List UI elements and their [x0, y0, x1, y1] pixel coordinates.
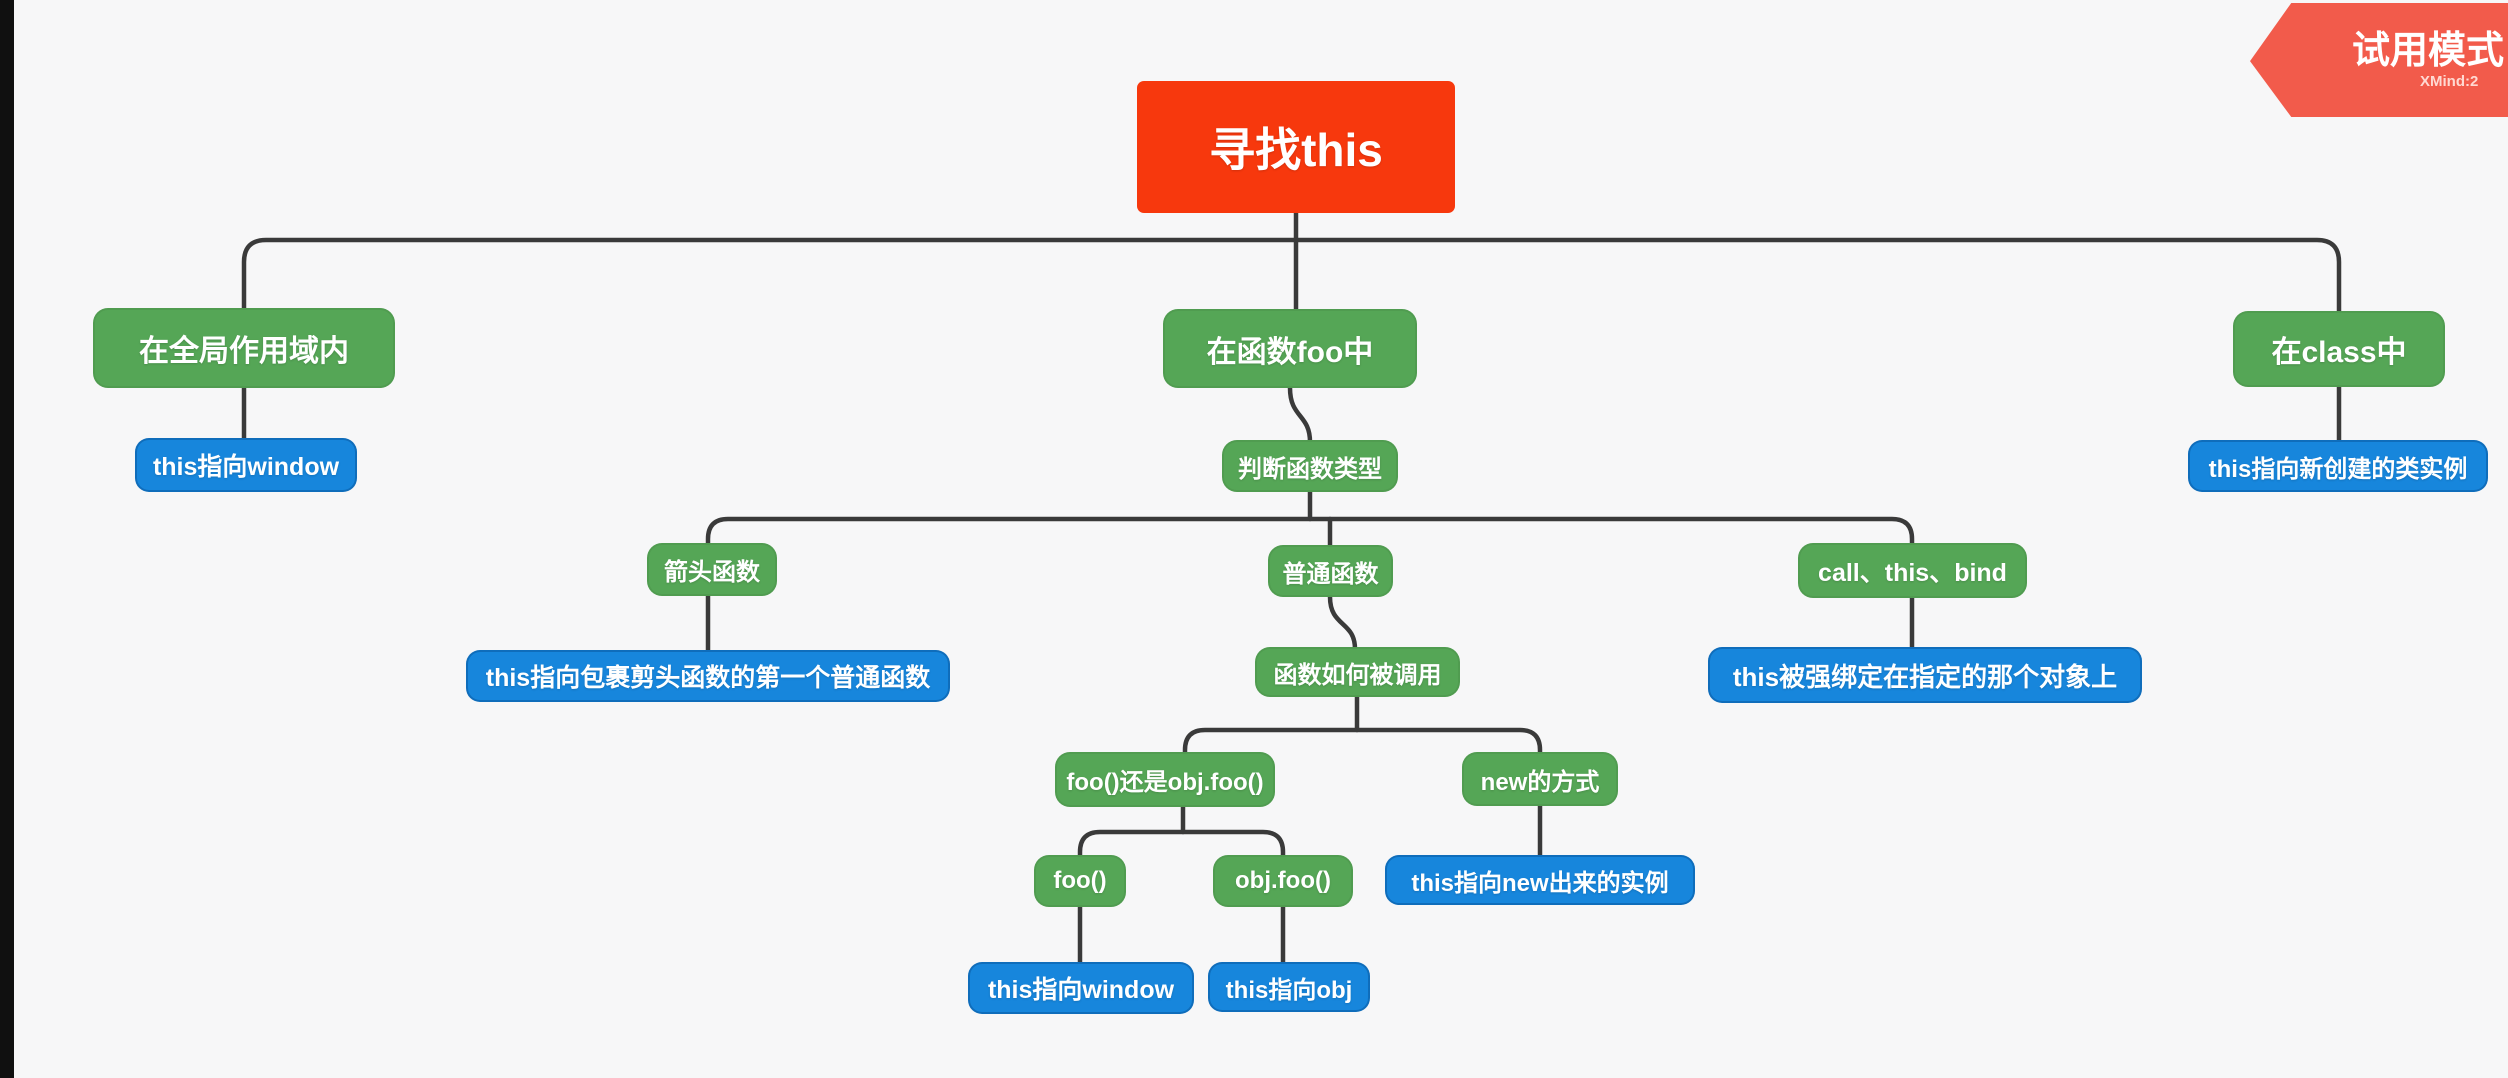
node-foocall-this-window[interactable]: this指向window [968, 962, 1194, 1014]
node-root[interactable]: 寻找this [1137, 81, 1455, 213]
trial-mode-xmind-label: XMind:2 [2420, 73, 2479, 91]
node-foo-or-objfoo[interactable]: foo()还是obj.foo() [1055, 752, 1275, 807]
connector-foo-judge [1287, 385, 1313, 445]
connector-level1-rail [241, 237, 2342, 316]
node-objfoo-call[interactable]: obj.foo() [1213, 855, 1353, 907]
node-global-this-window[interactable]: this指向window [135, 438, 357, 492]
node-in-class-result[interactable]: this指向新创建的类实例 [2188, 440, 2488, 492]
node-arrow-function[interactable]: 箭头函数 [647, 543, 777, 596]
node-normal-function[interactable]: 普通函数 [1268, 545, 1393, 597]
node-foo-call[interactable]: foo() [1034, 855, 1126, 907]
node-new-way-result[interactable]: this指向new出来的实例 [1385, 855, 1695, 905]
node-call-this-bind-result[interactable]: this被强绑定在指定的那个对象上 [1708, 647, 2142, 703]
connector-level2-rail [705, 516, 1915, 548]
left-edge-strip [0, 0, 14, 1078]
trial-mode-title: 试用模式 [2352, 29, 2505, 72]
node-in-class[interactable]: 在class中 [2233, 311, 2445, 387]
connector-level3-rail [1182, 727, 1543, 757]
node-how-function-called[interactable]: 函数如何被调用 [1255, 647, 1460, 697]
node-objfoo-this-obj[interactable]: this指向obj [1208, 962, 1370, 1012]
node-call-this-bind[interactable]: call、this、bind [1798, 543, 2027, 598]
node-in-function-foo[interactable]: 在函数foo中 [1163, 309, 1417, 388]
node-judge-function-type[interactable]: 判断函数类型 [1222, 440, 1398, 492]
trial-mode-badge[interactable]: 试用模式 XMind:2 [2250, 3, 2508, 117]
connector-level4-rail [1077, 829, 1286, 860]
connector-normal-how [1327, 594, 1358, 652]
node-new-way[interactable]: new的方式 [1462, 752, 1618, 806]
node-arrow-function-result[interactable]: this指向包裹剪头函数的第一个普通函数 [466, 650, 950, 702]
node-global-scope[interactable]: 在全局作用域内 [93, 308, 395, 388]
